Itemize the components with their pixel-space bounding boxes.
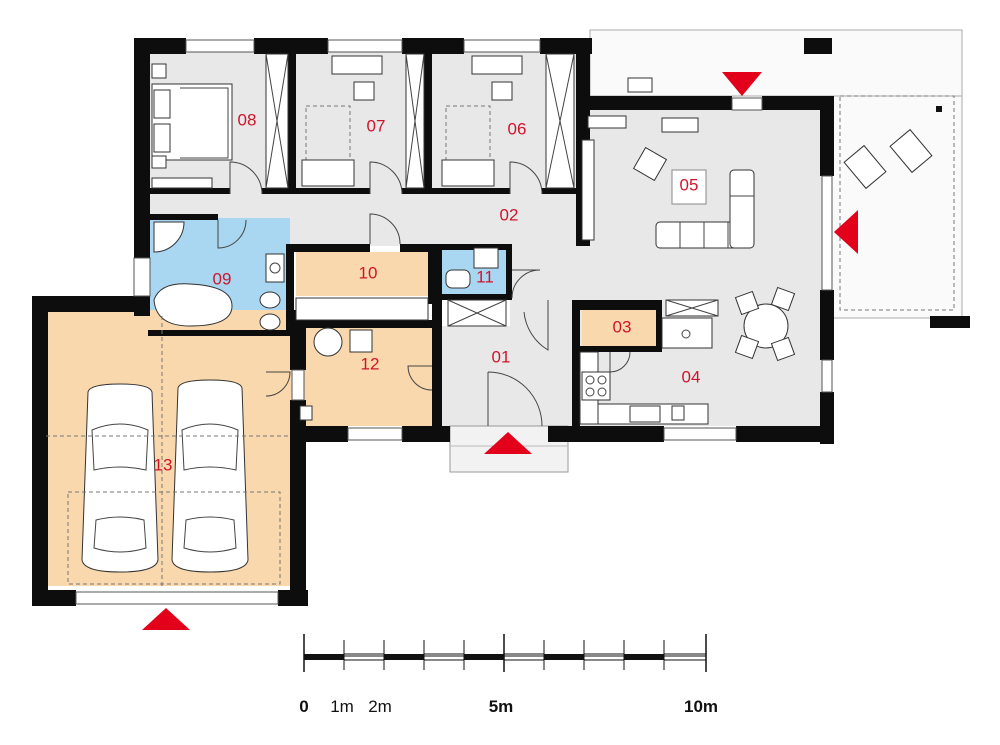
sofa-icon xyxy=(301,159,495,187)
entrance-arrow-icon xyxy=(142,608,190,630)
room-label-04: 04 xyxy=(682,367,701,386)
entrance-arrow-icon xyxy=(834,210,858,254)
wardrobes xyxy=(151,53,719,327)
room-label-03: 03 xyxy=(613,317,632,336)
room-labels: 01 02 03 04 05 06 07 08 09 10 11 12 13 xyxy=(154,110,701,474)
desk-icon xyxy=(331,55,523,101)
lounger-icon xyxy=(843,128,933,190)
scale-label-5m: 5m xyxy=(489,697,514,716)
room-label-12: 12 xyxy=(361,354,380,373)
windows xyxy=(75,39,833,605)
sofa-icon xyxy=(655,169,755,249)
room-label-05: 05 xyxy=(680,175,699,194)
stove-icon xyxy=(581,371,611,401)
bed-icon xyxy=(151,63,233,169)
room-label-13: 13 xyxy=(154,455,173,474)
scale-bar: 0 1m 2m 5m 10m xyxy=(299,634,718,716)
entrance-arrow-icon xyxy=(722,72,762,96)
sink-icon xyxy=(629,405,685,423)
entrance-arrow-icon xyxy=(484,432,532,454)
furniture xyxy=(46,55,942,586)
table-icon xyxy=(734,286,796,362)
room-label-08: 08 xyxy=(238,110,257,129)
walls xyxy=(32,38,970,606)
room-label-01: 01 xyxy=(492,347,511,366)
room-label-07: 07 xyxy=(367,116,386,135)
bathtub-icon xyxy=(153,221,233,327)
room-label-10: 10 xyxy=(359,263,378,282)
scale-label-10m: 10m xyxy=(684,697,718,716)
entrance-arrows xyxy=(142,72,858,630)
room-label-02: 02 xyxy=(500,205,519,224)
room-label-06: 06 xyxy=(508,119,527,138)
room-label-11: 11 xyxy=(476,267,494,286)
car-icon xyxy=(81,379,249,573)
toilet-icon xyxy=(259,247,499,331)
scale-label-2m: 2m xyxy=(368,697,392,716)
scale-label-0: 0 xyxy=(299,697,308,716)
room-label-09: 09 xyxy=(213,269,232,288)
scale-label-1m: 1m xyxy=(330,697,354,716)
doors xyxy=(217,161,631,427)
